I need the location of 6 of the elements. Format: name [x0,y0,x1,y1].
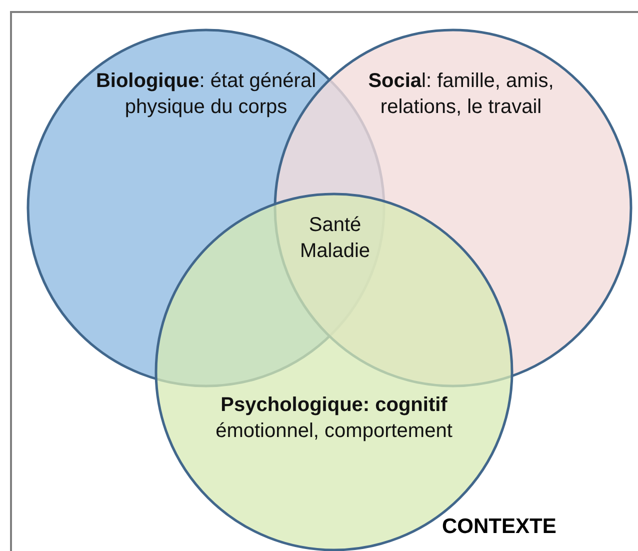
circle-label: Biologique: état général physique du corps [94,69,318,120]
circle-label: Social: famille, amis, relations, le travail [367,69,555,120]
center-label: Santé Maladie [298,213,372,264]
context-label: CONTEXTE [442,515,556,539]
circle-label: Psychologique: cognitif émotionnel, comportement [214,393,454,444]
context-frame [10,11,638,551]
